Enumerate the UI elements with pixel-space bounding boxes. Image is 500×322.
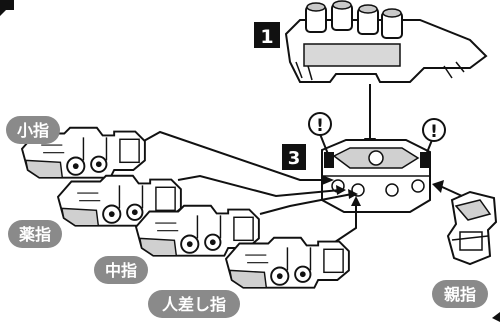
caution-text-left: ! — [316, 116, 324, 136]
label-middle-finger-text: 中指 — [105, 261, 137, 280]
connector-little-finger — [141, 130, 326, 181]
label-thumb-text: 親指 — [444, 285, 476, 304]
caution-text-right: ! — [430, 122, 438, 142]
label-middle-finger: 中指 — [94, 256, 148, 284]
connector-arrowheads — [322, 175, 361, 206]
connector-ring-finger — [177, 174, 341, 198]
connector-middle-finger — [259, 193, 353, 215]
step-3-number: 3 — [288, 148, 301, 169]
thumb-arrow — [432, 180, 463, 197]
thumb-part — [446, 190, 498, 266]
finger-part-index — [225, 236, 350, 289]
caution-mark-left: ! — [308, 112, 332, 155]
step-1-number: 1 — [260, 26, 273, 48]
label-little-finger-text: 小指 — [17, 121, 49, 140]
label-thumb: 親指 — [432, 280, 488, 308]
label-ring-finger-text: 薬指 — [18, 225, 51, 244]
label-ring-finger: 薬指 — [8, 220, 62, 248]
caution-mark-right: ! — [422, 118, 446, 161]
step-badge-1: 1 — [254, 22, 280, 48]
part-1-top-piece — [284, 0, 488, 83]
part-3-hub — [321, 139, 431, 213]
label-little-finger: 小指 — [6, 116, 60, 144]
step-badge-3: 3 — [282, 144, 306, 170]
corner-mark — [0, 0, 14, 16]
label-index-finger-text: 人差し指 — [162, 295, 226, 314]
label-index-finger: 人差し指 — [148, 290, 240, 318]
corner-arrow-mark — [492, 312, 500, 322]
